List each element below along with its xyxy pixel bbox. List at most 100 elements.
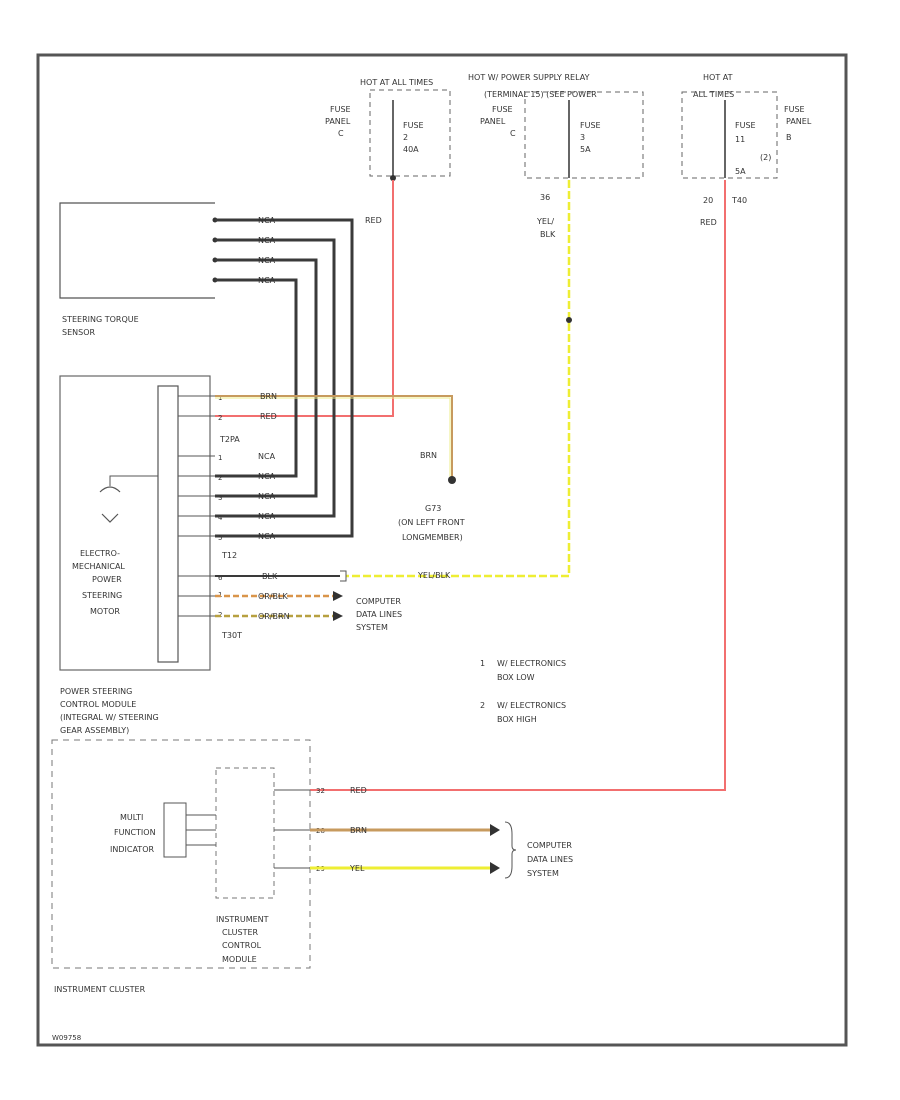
motor-nca-label: NCA xyxy=(258,472,276,481)
pin-label: 2 xyxy=(218,414,222,422)
motor-label-4: STEERING xyxy=(82,591,122,600)
footer-code: W09758 xyxy=(52,1034,81,1042)
ground-desc-1: (ON LEFT FRONT xyxy=(398,518,465,527)
fuse-block-1: HOT AT ALL TIMES FUSE PANEL C FUSE 2 40A xyxy=(325,78,451,181)
fuse1-panel-label-3: C xyxy=(338,129,344,138)
ground-point-g73 xyxy=(448,476,456,484)
torque-sensor-label: STEERING TORQUE xyxy=(62,315,139,324)
internal-ground-path xyxy=(109,475,158,486)
motor-connector-bar xyxy=(157,385,179,663)
splice-yel-blk xyxy=(566,317,572,323)
fuse2-wire-label-1: YEL/ xyxy=(536,217,554,226)
computer-data-label-2: DATA LINES xyxy=(356,610,402,619)
ground-desc-2: LONGMEMBER) xyxy=(402,533,463,542)
module-label-3: CONTROL xyxy=(222,941,262,950)
cluster-computer-data-2: DATA LINES xyxy=(527,855,573,864)
fuse2-panel-label-3: C xyxy=(510,129,516,138)
fuse3-fuse-label: FUSE xyxy=(735,121,756,130)
brn-ground-wire xyxy=(215,395,453,478)
module-label-2: CLUSTER xyxy=(222,928,259,937)
pin-label: 3 xyxy=(218,494,222,502)
connector-t2pa: T2PA xyxy=(219,435,240,444)
cluster-wire-brn: BRN xyxy=(350,826,367,835)
motor-symbol-icon xyxy=(101,513,119,523)
motor-nca-label: NCA xyxy=(258,492,276,501)
nca-wire-4 xyxy=(215,278,298,478)
pin-label: 4 xyxy=(218,514,223,522)
fuse3-panel-label-2: PANEL xyxy=(786,117,812,126)
fuse3-panel-label-3: B xyxy=(786,133,792,142)
fuse2-hot-label-2: (TERMINAL 15) (SEE POWER xyxy=(484,90,597,99)
blk-wire-label: BLK xyxy=(262,572,278,581)
connector-symbol xyxy=(340,570,347,582)
pin-label: 1 xyxy=(218,454,222,462)
motor-nca-label: NCA xyxy=(258,532,276,541)
torque-wire-label-4: NCA xyxy=(258,276,276,285)
fuse1-fuse-amps: 40A xyxy=(403,145,419,154)
pscm-label: POWER STEERING xyxy=(60,687,132,696)
fuse3-hot-label: HOT AT xyxy=(703,73,733,82)
torque-sensor-outline xyxy=(59,202,215,299)
module-label: INSTRUMENT xyxy=(216,915,269,924)
arrow-icon xyxy=(490,862,500,874)
cluster-wire-red: RED xyxy=(350,786,367,795)
brn-wire-label: BRN xyxy=(260,392,277,401)
connector-t12: T12 xyxy=(221,551,237,560)
torque-wire-label-2: NCA xyxy=(258,236,276,245)
fuse2-hot-label: HOT W/ POWER SUPPLY RELAY xyxy=(468,73,590,82)
fuse3-panel-label: FUSE xyxy=(784,105,805,114)
ground-wire-label: BRN xyxy=(420,451,437,460)
cluster-wire-yel: YEL xyxy=(349,864,365,873)
nca-wire-1 xyxy=(215,218,354,538)
motor-label: ELECTRO- xyxy=(80,549,120,558)
note-1-text: W/ ELECTRONICS xyxy=(497,659,566,668)
diagram-frame xyxy=(36,53,848,1047)
cluster-pin-32: 32 xyxy=(316,787,325,795)
note-2-text: W/ ELECTRONICS xyxy=(497,701,566,710)
fuse1-box xyxy=(369,89,451,177)
steering-torque-sensor: STEERING TORQUE SENSOR xyxy=(59,202,218,337)
fuse1-wire-label: RED xyxy=(365,216,382,225)
fuse3-pin: 20 xyxy=(703,196,713,205)
pscm-outline xyxy=(59,375,211,671)
note-2-text-2: BOX HIGH xyxy=(497,715,537,724)
fuse3-fuse-note: (2) xyxy=(760,153,771,162)
fuse2-fuse-label: FUSE xyxy=(580,121,601,130)
pin-label: 6 xyxy=(218,574,223,582)
motor-nca-label: NCA xyxy=(258,512,276,521)
module-label-4: MODULE xyxy=(222,955,257,964)
bracket-icon xyxy=(504,821,517,879)
motor-nca-label: NCA xyxy=(258,452,276,461)
fuse2-panel-label: FUSE xyxy=(492,105,513,114)
arrow-icon xyxy=(490,824,500,836)
red-wire-fuse3 xyxy=(310,180,726,791)
red-wire-fuse1 xyxy=(215,180,394,417)
motor-label-3: POWER xyxy=(92,575,122,584)
pscm-label-4: GEAR ASSEMBLY) xyxy=(60,726,129,735)
note-1-num: 1 xyxy=(480,659,485,668)
ground-name: G73 xyxy=(425,504,441,513)
red-wire-label: RED xyxy=(260,412,277,421)
yelblk-wire-label: YEL/BLK xyxy=(417,571,451,580)
pin-label: 5 xyxy=(218,534,222,542)
note-1-text-2: BOX LOW xyxy=(497,673,535,682)
fuse2-fuse-amps: 5A xyxy=(580,145,591,154)
computer-data-label: COMPUTER xyxy=(356,597,401,606)
arrow-icon xyxy=(333,591,343,601)
computer-data-label-3: SYSTEM xyxy=(356,623,388,632)
brn-ground-wire-inner xyxy=(215,397,451,478)
fuse1-panel-label-2: PANEL xyxy=(325,117,351,126)
fuse2-wire-label-2: BLK xyxy=(540,230,556,239)
motor-label-2: MECHANICAL xyxy=(72,562,125,571)
fuse3-hot-label-2: ALL TIMES xyxy=(693,90,734,99)
multi-function-indicator-box xyxy=(163,802,187,858)
yel-blk-wire-fuse2 xyxy=(345,180,571,578)
cluster-outline xyxy=(51,739,311,969)
fuse2-box xyxy=(524,91,644,179)
pin-label: 2 xyxy=(218,474,222,482)
torque-sensor-label-2: SENSOR xyxy=(62,328,95,337)
fuse1-fuse-label: FUSE xyxy=(403,121,424,130)
torque-wire-label-3: NCA xyxy=(258,256,276,265)
motor-label-5: MOTOR xyxy=(90,607,120,616)
